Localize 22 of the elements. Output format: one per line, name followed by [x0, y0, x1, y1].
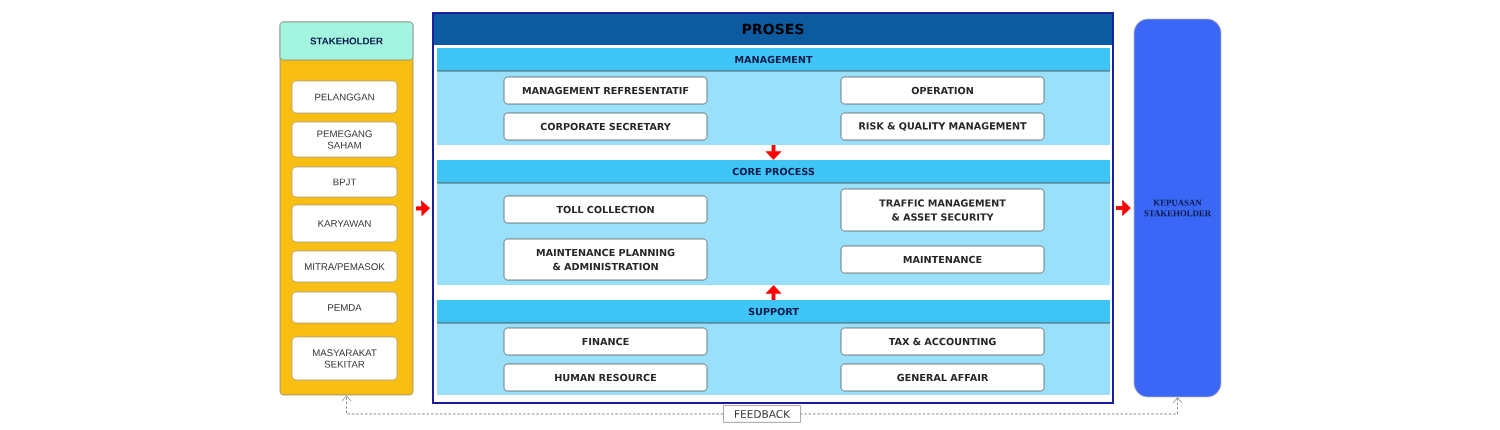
process-box: MAINTENANCE: [840, 245, 1045, 274]
stakeholder-box: MITRA/PEMASOK: [291, 250, 398, 283]
edge-label: FEEDBACK: [723, 405, 801, 423]
stakeholder-box: KARYAWAN: [291, 204, 398, 243]
stakeholder-box: MASYARAKAT SEKITAR: [291, 336, 398, 381]
feedback-line: [341, 395, 1183, 415]
process-box: OPERATION: [840, 76, 1045, 105]
process-box: TAX & ACCOUNTING: [840, 327, 1045, 356]
process-box: GENERAL AFFAIR: [840, 363, 1045, 392]
stakeholder-box: PEMDA: [291, 291, 398, 324]
process-box: TOLL COLLECTION: [503, 195, 708, 224]
result-box: KEPUASAN STAKEHOLDER: [1133, 18, 1222, 398]
process-box: FINANCE: [503, 327, 708, 356]
process-box: TRAFFIC MANAGEMENT & ASSET SECURITY: [840, 188, 1045, 232]
process-box: MAINTENANCE PLANNING & ADMINISTRATION: [503, 238, 708, 281]
process-box: CORPORATE SECRETARY: [503, 112, 708, 141]
process-box: MANAGEMENT REFRESENTATIF: [503, 76, 708, 105]
process-box: HUMAN RESOURCE: [503, 363, 708, 392]
stakeholder-box: PEMEGANG SAHAM: [291, 121, 398, 158]
process-box: RISK & QUALITY MANAGEMENT: [840, 112, 1045, 141]
stakeholder-box: PELANGGAN: [291, 80, 398, 114]
stakeholder-box: BPJT: [291, 166, 398, 198]
